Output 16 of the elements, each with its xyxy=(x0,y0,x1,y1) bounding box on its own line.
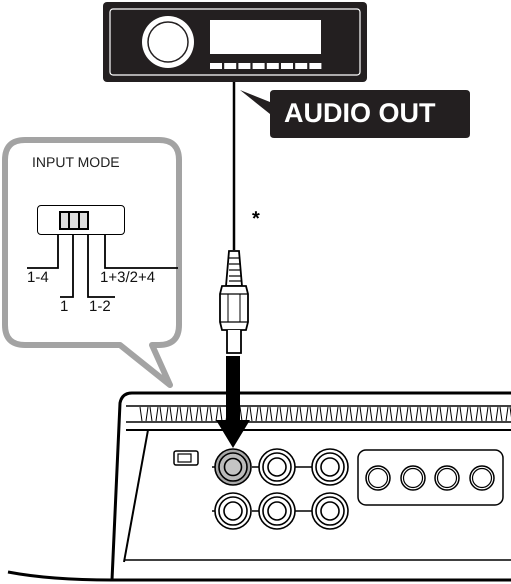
callout-text: AUDIO OUT xyxy=(284,97,436,130)
speech-bubble xyxy=(2,137,184,389)
footnote-mark: * xyxy=(252,208,260,230)
leader-line xyxy=(27,235,59,269)
cable xyxy=(232,82,236,250)
leader-line xyxy=(60,235,74,298)
slide-switch xyxy=(37,205,125,235)
input-jack xyxy=(214,448,252,486)
heading-text: INPUT MODE xyxy=(32,153,120,171)
callout xyxy=(240,90,470,138)
leader-line xyxy=(87,235,115,298)
mode-label: 1-2 xyxy=(89,297,111,317)
leader-line xyxy=(104,235,178,269)
mode-label: 1-4 xyxy=(27,268,49,288)
mode-label: 1 xyxy=(60,297,68,317)
mode-label: 1+3/2+4 xyxy=(100,268,156,288)
